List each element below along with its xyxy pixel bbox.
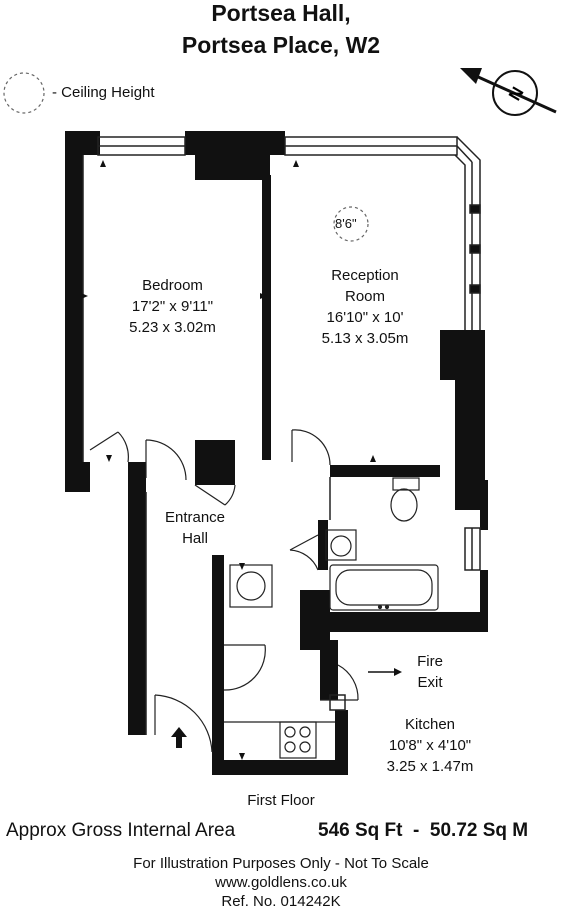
hob-ring	[299, 741, 311, 753]
bathtub	[335, 569, 433, 606]
ceiling-height-value: 8'6"	[335, 216, 357, 231]
fire-exit-line-1: Fire	[417, 653, 443, 670]
entrance-arrow-icon	[171, 727, 187, 748]
ceiling-height-marker	[333, 206, 369, 242]
bedroom-metric: 5.23 x 3.02m	[129, 319, 216, 336]
walls	[65, 131, 488, 775]
title-line-2: Portsea Place, W2	[181, 32, 381, 58]
fire-exit-line-2: Exit	[417, 674, 443, 691]
kitchen-imperial: 10'8" x 4'10"	[388, 737, 472, 754]
entrance-hall-label: Entrance Hall	[150, 507, 240, 549]
ceiling-height-legend-icon	[3, 72, 45, 114]
area-value: 546 Sq Ft - 50.72 Sq M	[318, 820, 529, 841]
ceiling-height-legend-label: - Ceiling Height	[52, 84, 155, 101]
reception-name-line-2: Room	[344, 288, 385, 305]
reception-imperial: 16'10" x 10'	[326, 309, 404, 326]
toilet-bowl	[390, 488, 418, 522]
website: www.goldlens.co.uk	[215, 874, 347, 891]
reception-metric: 5.13 x 3.05m	[321, 330, 409, 347]
bedroom-imperial: 17'2" x 9'11"	[131, 298, 214, 315]
reference-number: Ref. No. 014242K	[221, 893, 341, 910]
disclaimer: For Illustration Purposes Only - Not To …	[133, 855, 429, 872]
doors	[89, 429, 359, 753]
hob-ring	[284, 741, 296, 753]
reception-name-line-1: Reception	[331, 267, 399, 284]
floor-label: First Floor	[247, 792, 315, 809]
hob-ring	[284, 726, 296, 738]
dimension-markers	[81, 160, 376, 760]
entrance-hall-name-line-2: Hall	[182, 530, 208, 547]
outline-lines	[82, 136, 481, 735]
area-label: Approx Gross Internal Area	[6, 820, 236, 841]
kitchen-metric: 3.25 x 1.47m	[386, 758, 474, 775]
title-line-1: Portsea Hall,	[211, 0, 351, 26]
kitchen-name: Kitchen	[404, 716, 456, 733]
fire-exit-label: Fire Exit	[400, 651, 460, 693]
entrance-hall-name-line-1: Entrance	[164, 509, 226, 526]
compass-icon: N	[460, 68, 557, 116]
kitchen-label: Kitchen 10'8" x 4'10" 3.25 x 1.47m	[375, 714, 485, 777]
bedroom-label: Bedroom 17'2" x 9'11" 5.23 x 3.02m	[100, 275, 245, 338]
toilet-cistern	[392, 477, 420, 491]
bathroom-basin	[330, 535, 352, 557]
bedroom-name: Bedroom	[142, 277, 203, 294]
fire-exit-arrow-icon	[368, 668, 402, 676]
hob-ring	[299, 726, 311, 738]
reception-label: Reception Room 16'10" x 10' 5.13 x 3.05m	[290, 265, 440, 349]
washing-machine	[236, 571, 266, 601]
